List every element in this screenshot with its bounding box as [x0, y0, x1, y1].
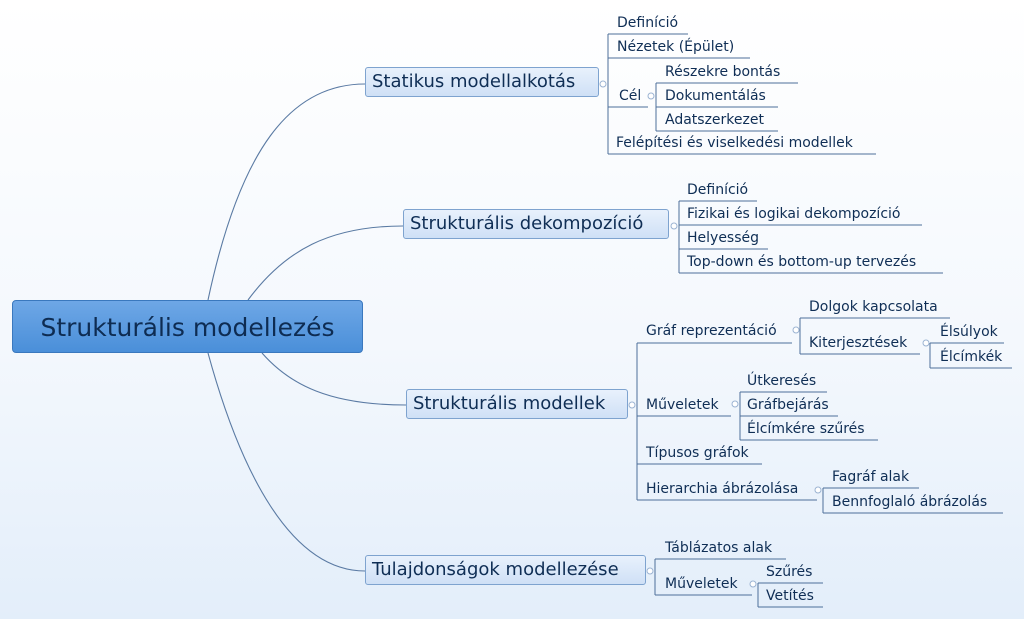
- leaf-adatszerkezet[interactable]: Adatszerkezet: [665, 112, 764, 128]
- leaf-helyesseg[interactable]: Helyesség: [687, 230, 760, 246]
- collapse-toggle: [814, 486, 822, 494]
- topic-strukturalis-dekompozicio[interactable]: Strukturális dekompozíció: [403, 209, 669, 239]
- topic-tulajdonsagok-modellezese[interactable]: Tulajdonságok modellezése: [365, 555, 646, 585]
- leaf-dokumentalas[interactable]: Dokumentálás: [665, 88, 766, 104]
- connector-modellek: [261, 352, 407, 406]
- leaf-elcimkere-szures[interactable]: Élcímkére szűrés: [747, 421, 865, 437]
- leaf-dolgok-kapcsolata[interactable]: Dolgok kapcsolata: [809, 299, 938, 315]
- leaf-topdown[interactable]: Top-down és bottom-up tervezés: [687, 254, 917, 270]
- leaf-tablazatos-alak[interactable]: Táblázatos alak: [665, 540, 773, 556]
- collapse-toggle: [646, 567, 654, 575]
- collapse-toggle: [749, 580, 757, 588]
- leaf-hierarchia[interactable]: Hierarchia ábrázolása: [646, 481, 799, 497]
- leaf-felepitesi[interactable]: Felépítési és viselkedési modellek: [616, 135, 853, 151]
- leaf-definicio[interactable]: Definíció: [617, 15, 679, 31]
- collapse-toggle: [628, 401, 636, 409]
- collapse-toggle: [922, 339, 930, 347]
- leaf-graf-reprezentacio[interactable]: Gráf reprezentáció: [646, 323, 777, 339]
- leaf-grafbejaras[interactable]: Gráfbejárás: [747, 397, 829, 413]
- leaf-cel[interactable]: Cél: [619, 88, 642, 104]
- topic-strukturalis-modellek[interactable]: Strukturális modellek: [406, 389, 628, 419]
- connector-tulajdonsagok: [207, 352, 366, 572]
- leaf-muveletek-2[interactable]: Műveletek: [665, 576, 738, 592]
- leaf-fizikai-logikai[interactable]: Fizikai és logikai dekompozíció: [687, 206, 901, 222]
- leaf-fagraf-alak[interactable]: Fagráf alak: [832, 469, 910, 485]
- leaf-elsulyok[interactable]: Élsúlyok: [940, 324, 998, 340]
- collapse-toggle: [647, 92, 655, 100]
- leaf-vetites[interactable]: Vetítés: [766, 588, 814, 604]
- collapse-toggle: [731, 400, 739, 408]
- leaf-muveletek[interactable]: Műveletek: [646, 397, 719, 413]
- leaf-utkereses[interactable]: Útkeresés: [747, 373, 817, 389]
- leaf-elcimkek[interactable]: Élcímkék: [940, 349, 1003, 365]
- leaf-szures[interactable]: Szűrés: [766, 564, 813, 580]
- leaf-definicio-2[interactable]: Definíció: [687, 182, 749, 198]
- connector-dekompozicio: [247, 225, 404, 301]
- leaf-kiterjesztesek[interactable]: Kiterjesztések: [809, 335, 908, 351]
- root-topic[interactable]: Strukturális modellezés: [12, 300, 363, 353]
- topic-statikus-modellalkotas[interactable]: Statikus modellalkotás: [365, 67, 599, 97]
- leaf-reszekre-bontas[interactable]: Részekre bontás: [665, 64, 781, 80]
- leaf-tipusos-grafok[interactable]: Típusos gráfok: [646, 445, 749, 461]
- leaf-bennfoglalo[interactable]: Bennfoglaló ábrázolás: [832, 494, 988, 510]
- collapse-toggle: [792, 326, 800, 334]
- collapse-toggle: [599, 80, 607, 88]
- collapse-toggle: [670, 222, 678, 230]
- connector-statikus: [207, 83, 366, 301]
- leaf-nezetek[interactable]: Nézetek (Épület): [617, 39, 735, 55]
